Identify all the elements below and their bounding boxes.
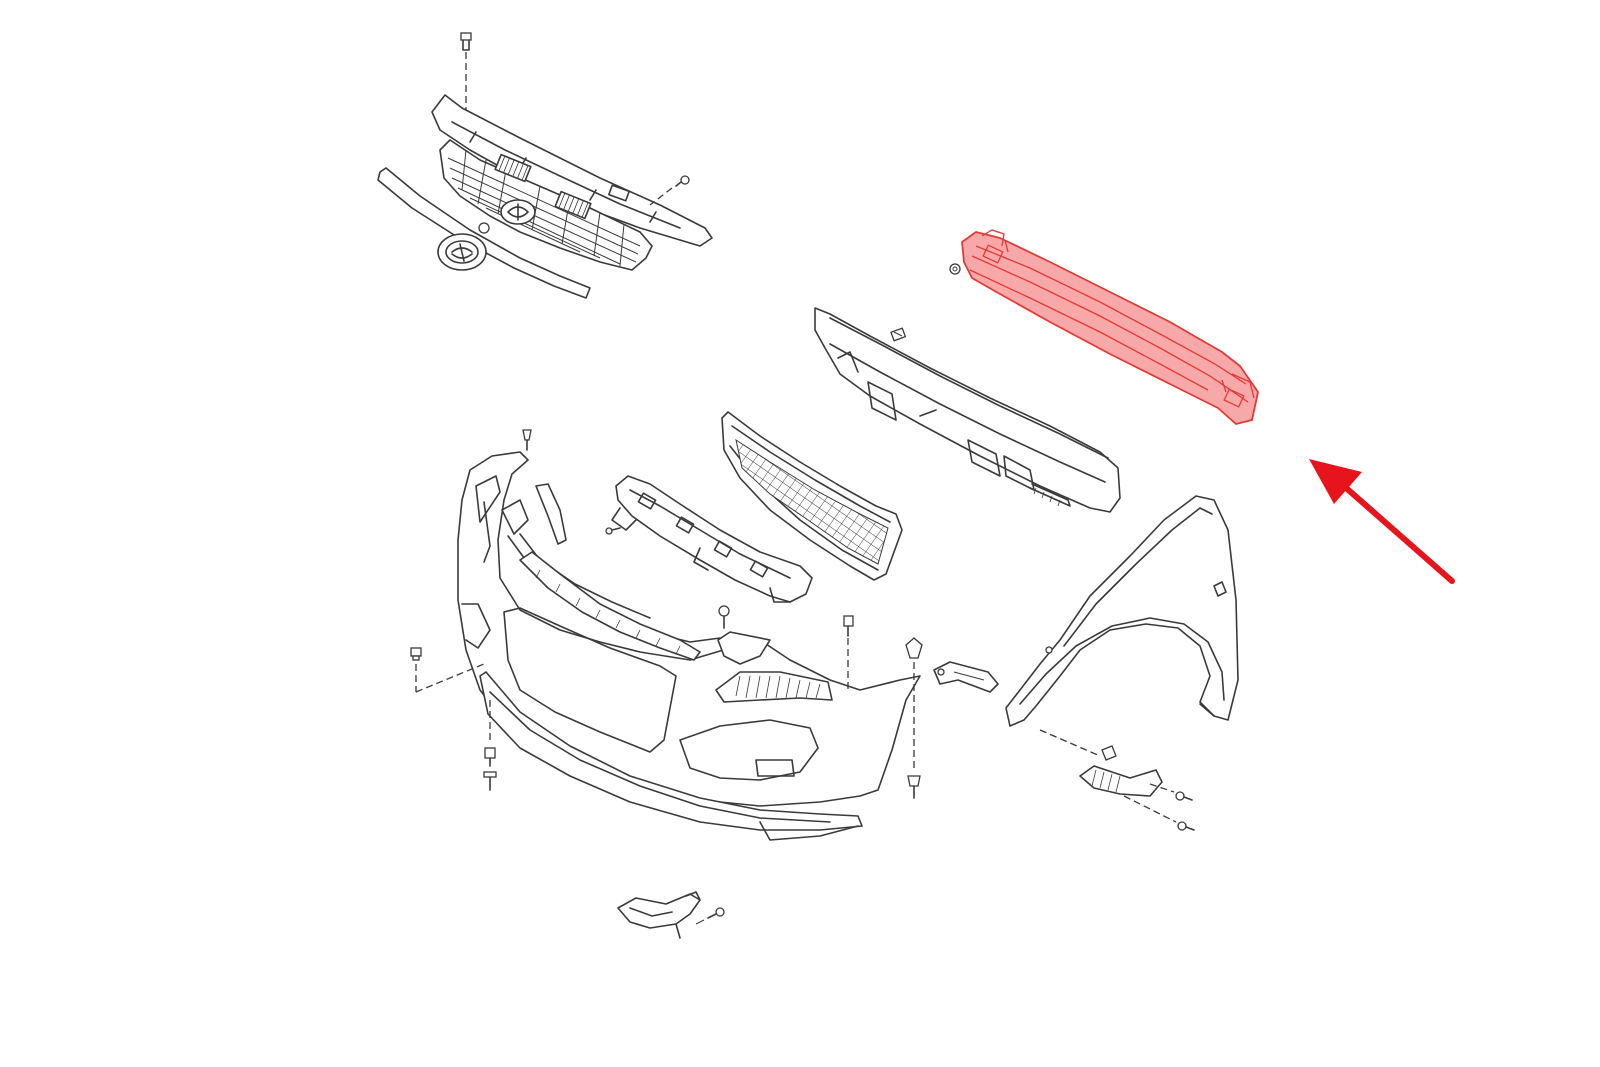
front-bumper-cover-icon xyxy=(410,429,999,841)
grille-mounting-bracket-icon xyxy=(605,475,813,603)
grille-side-screw-icon xyxy=(649,175,690,206)
front-fender-icon xyxy=(1005,495,1239,727)
grille-emblem-icon xyxy=(500,199,536,225)
bumper-reinforcement-beam-icon xyxy=(949,229,1259,425)
trim-emblem-icon xyxy=(437,233,487,271)
bumper-fastener-group-icon xyxy=(410,429,923,799)
upper-grille-assembly-icon xyxy=(431,32,713,271)
fender-bracket-icon xyxy=(1039,729,1195,831)
grille-trim-strip-icon xyxy=(377,167,591,299)
grille-top-clip-icon xyxy=(460,32,472,112)
pointer-arrow-icon xyxy=(1309,459,1455,584)
absorber-clip-icon xyxy=(890,327,907,342)
beam-mount-nut-icon xyxy=(949,263,961,275)
lower-grille-mesh-icon xyxy=(721,411,903,581)
bumper-energy-absorber-icon xyxy=(814,307,1121,513)
fog-lamp-bracket-icon xyxy=(617,891,725,939)
bumper-side-bracket-icon xyxy=(933,661,999,693)
